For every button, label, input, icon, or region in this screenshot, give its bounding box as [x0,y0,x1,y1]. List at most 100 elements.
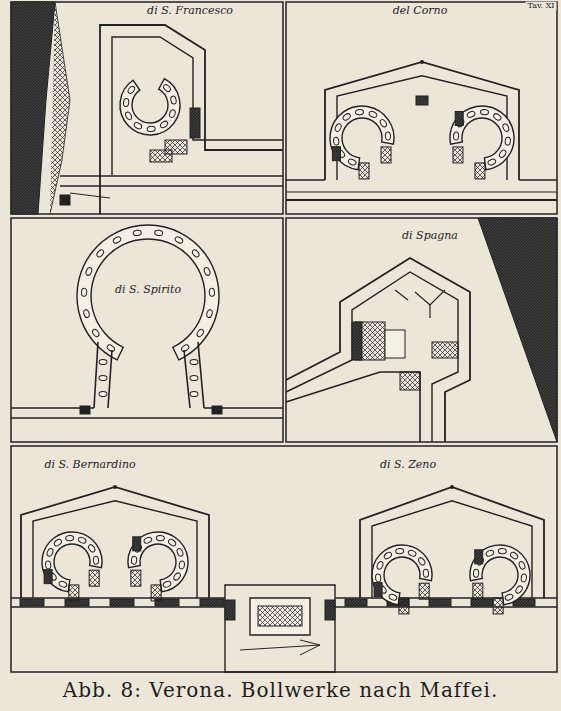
wall-line [286,199,557,201]
casemate [206,309,213,318]
casemate [162,580,171,588]
wall-block [493,598,503,614]
casemate [127,85,136,94]
casemate [505,137,511,146]
casemate [159,120,169,129]
wall-line [184,350,190,408]
casemate-ring [330,106,394,170]
casemate [147,126,155,132]
wall-block [374,583,382,597]
panel-frames [11,2,557,672]
casemate [453,132,459,140]
casemate-ring [128,532,188,592]
casemate [179,561,185,570]
casemate [170,96,177,105]
wall-line [395,290,408,300]
wall-line [11,417,283,419]
wall-line [21,487,209,598]
casemate [99,359,107,364]
wall-line [325,62,519,180]
wall-line [33,501,197,598]
wall-block [258,606,302,626]
wall-block [110,599,134,606]
casemate [480,109,488,115]
casemate [190,359,198,364]
wall-line [519,179,557,181]
wall-line [50,2,70,214]
wall-line [337,76,507,180]
casemate [515,585,524,595]
salient-point [113,485,117,489]
casemate [77,536,86,544]
wall-block [359,163,369,179]
wall-block [80,406,90,414]
casemate-ring [372,545,432,605]
casemate-ring [77,225,219,360]
casemate [123,98,129,107]
casemate [124,111,132,120]
wall-line [250,598,310,635]
casemate [509,551,519,560]
wall-line [286,179,325,181]
casemate [355,109,363,115]
wall-line [108,350,112,408]
salient-point [450,485,454,489]
casemate [131,556,137,564]
wall-block [150,150,172,162]
casemate [493,113,503,122]
wall-block [332,147,340,161]
casemate [334,123,342,132]
wall-line [286,272,458,442]
figure-caption: Abb. 8: Verona. Bollwerke nach Maffei. [0,678,561,702]
casemate [143,536,152,544]
casemate [368,110,377,118]
casemate [99,391,107,396]
casemate [46,548,54,557]
wall-block [200,599,224,606]
wall-line [94,342,98,408]
wall-line [225,585,335,672]
wall-block [60,195,70,205]
plate-number: Tav. XI [526,2,557,11]
wall-block [416,96,428,105]
casemate [91,328,100,338]
bastion-name: di S. Bernardino [42,459,137,471]
casemate [388,593,397,601]
casemate [407,549,416,557]
bastion-name: di Spagna [400,230,460,242]
casemate-ring [450,106,514,170]
casemate [53,538,63,547]
casemate [96,249,105,258]
wall-block [475,163,485,179]
bastion-name: del Corno [391,5,450,17]
wall-block [151,585,161,601]
wall-block [352,322,362,360]
wall-line [112,37,283,175]
wall-line [286,192,557,193]
casemate [112,236,122,244]
casemate [176,548,184,557]
wall-block [345,599,367,606]
salient-point [420,60,424,64]
casemate [417,557,426,567]
wall-line [300,640,320,655]
casemate [174,236,184,244]
casemate [191,249,200,258]
casemate [190,391,198,396]
casemate [423,569,429,577]
casemate [521,574,527,583]
wall-block [455,112,463,126]
casemate [190,375,198,380]
casemate [99,375,107,380]
bastion-name: di S. Zeno [378,459,438,471]
wall-line [11,2,55,214]
casemate [376,561,384,570]
wall-line [286,372,420,442]
casemate [487,158,496,166]
casemate [156,535,164,541]
wall-block [471,599,493,606]
wall-block [325,600,335,620]
casemate-ring [470,545,530,605]
casemate [106,344,116,353]
